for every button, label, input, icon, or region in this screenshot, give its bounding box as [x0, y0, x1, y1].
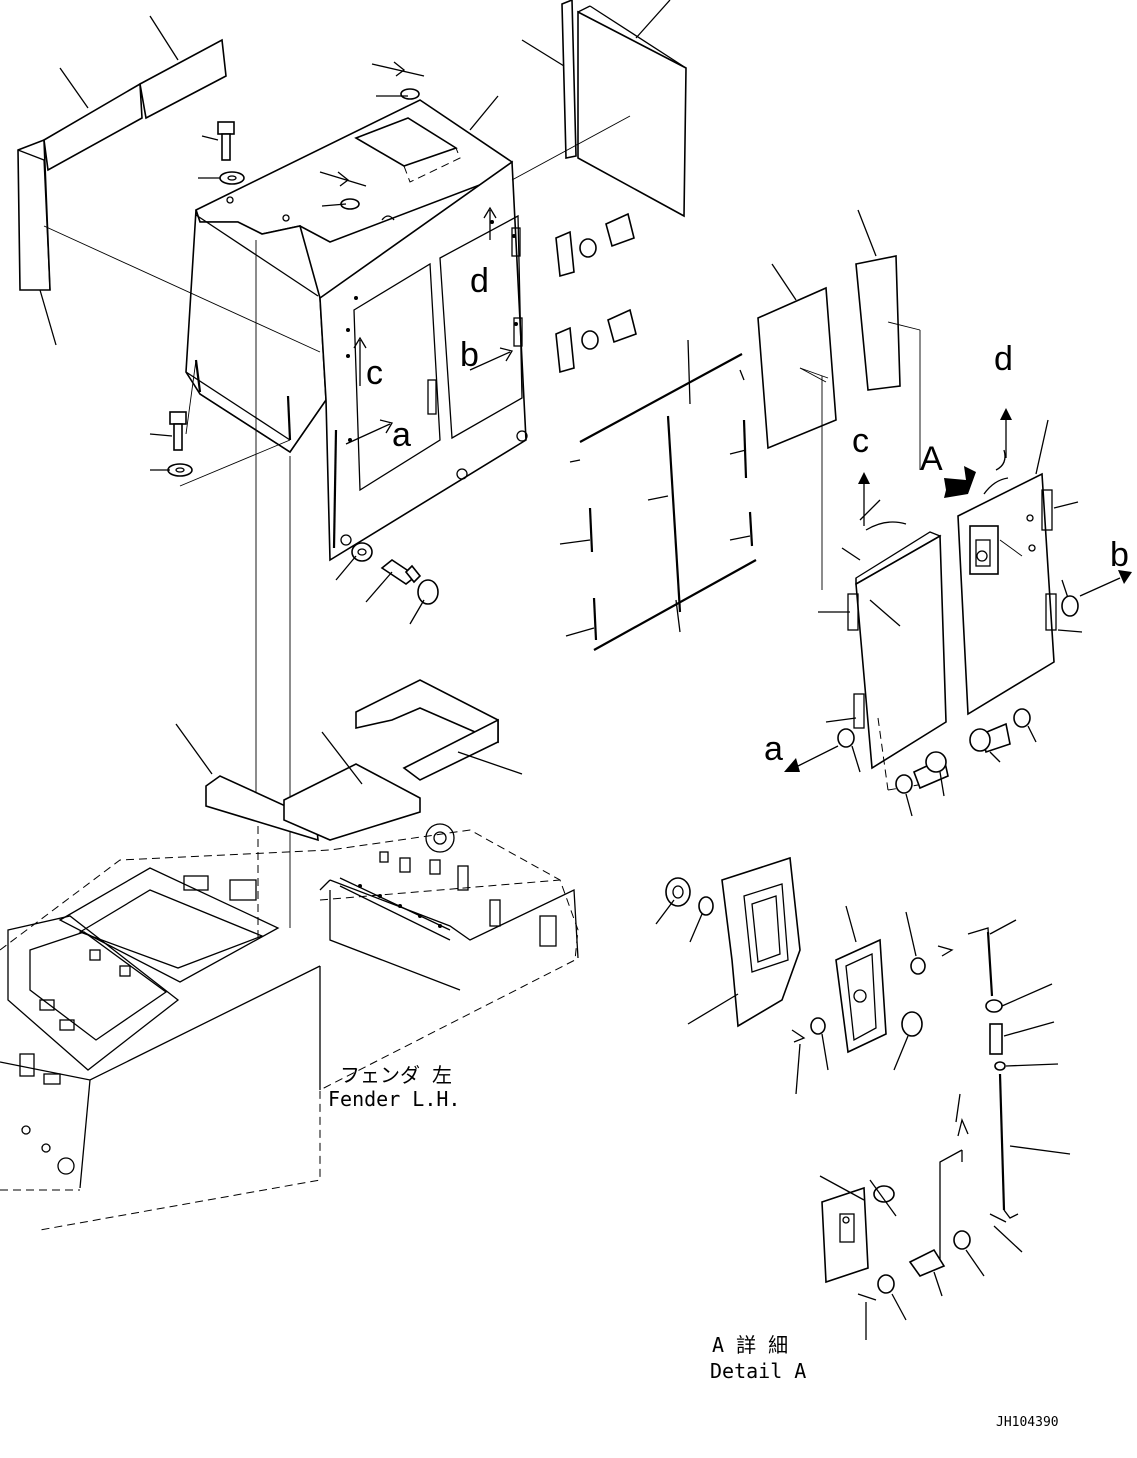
arrow-label-b-box: b: [460, 336, 479, 374]
mesh-screen-strips: [559, 339, 757, 651]
arrow-label-d-box: d: [470, 262, 489, 300]
fender-label-en: Fender L.H.: [328, 1087, 460, 1111]
detail-a-latch: [655, 856, 1071, 1340]
arrow-label-a-box: a: [392, 416, 411, 454]
door-panel-left: [799, 367, 947, 791]
detail-a-label-en: Detail A: [710, 1359, 806, 1383]
guide-lines: [255, 240, 291, 940]
arrow-label-c-door: c: [852, 422, 869, 460]
insulation-pads-top-left: [17, 15, 227, 346]
door-panel-right: [957, 419, 1083, 716]
arrow-label-c-box: c: [366, 354, 383, 392]
insulation-pads-right: [757, 209, 921, 590]
detail-a-label-jp: A 詳 細: [712, 1333, 788, 1357]
arrow-label-b-door: b: [1110, 536, 1129, 574]
box-fasteners: [167, 61, 637, 605]
arrow-label-a-door: a: [764, 730, 783, 768]
leader-lines-main: [43, 63, 631, 625]
cover-box-assembly: [185, 99, 528, 562]
callout-letters: d b c a d c b a A: [366, 262, 1129, 768]
insulation-pads-bottom: [175, 679, 523, 842]
fender-label-jp: フェンダ 左: [340, 1063, 452, 1087]
direction-arrows-right: [784, 408, 1132, 772]
arrow-label-d-door: d: [994, 340, 1013, 378]
insulation-pads-top-right: [521, 0, 687, 218]
door-fasteners: [837, 595, 1079, 817]
fender-lh: [0, 823, 579, 1231]
view-a-label: A: [920, 440, 943, 478]
drawing-number: JH104390: [996, 1415, 1059, 1430]
